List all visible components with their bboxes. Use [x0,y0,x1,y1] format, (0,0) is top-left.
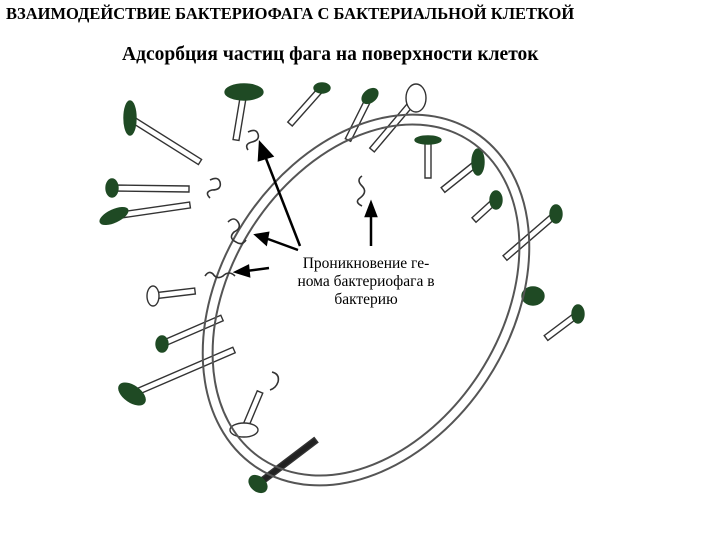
phage-particles [99,82,585,494]
phage-head [521,286,545,306]
phage-particle [146,285,197,307]
arrow [232,264,270,278]
phage-head [313,82,331,94]
phage-head [248,474,268,494]
phage-tail [129,346,237,398]
phage-particle [521,286,545,306]
phage-particle [248,436,319,494]
empty-phage-head [146,285,160,307]
dna-strand [245,129,260,151]
phage-particle [414,135,442,179]
arrow [253,231,299,252]
phage-head [224,83,264,101]
phage-head [414,135,442,145]
phage-particle [502,204,563,262]
empty-phage-head [405,83,427,113]
phage-particle [123,100,203,166]
phage-particle [105,178,190,198]
phage-particle [118,346,237,406]
phage-head [123,100,137,136]
slide-title: ВЗАИМОДЕЙСТВИЕ БАКТЕРИОФАГА С БАКТЕРИАЛЬ… [6,4,575,23]
dna-injection-caption: Проникновение ге- нома бактериофага в ба… [266,255,466,309]
injected-dna [204,129,366,391]
phage-head [549,204,563,224]
dna-strand [269,371,280,391]
phage-particle [344,87,379,143]
caption-line: бактерию [334,291,398,308]
caption-line: нома бактериофага в [297,273,435,290]
phage-particle [543,304,585,342]
phage-head [489,190,503,210]
dna-strand [204,271,236,279]
phage-particle [155,314,225,353]
phage-head [105,178,119,198]
arrow [257,139,302,247]
phage-particle [470,190,503,224]
caption-line: Проникновение ге- [302,255,430,272]
slide-subtitle: Адсорбция частиц фага на поверхности кле… [122,44,539,65]
phage-head [361,87,379,105]
arrows [232,139,378,278]
phage-particle [286,82,331,127]
phage-particle [368,83,427,153]
dna-strand [206,177,222,199]
phage-head [99,206,129,226]
phage-head [571,304,585,324]
bacterial-cell-wall [201,113,531,487]
phage-particle [99,201,192,226]
phage-tail [127,114,203,166]
arrow [364,199,378,246]
phage-particle [224,83,264,142]
empty-phage-head [229,422,259,438]
phage-head [155,335,169,353]
phage-particle [229,389,264,438]
dna-strand [356,175,366,207]
phage-head [471,148,485,176]
phage-head [118,382,146,406]
phage-tail [502,210,559,262]
phage-tail [424,139,432,179]
phage-particle [440,148,485,194]
dna-strand [227,218,247,245]
phage-tail [111,184,190,193]
